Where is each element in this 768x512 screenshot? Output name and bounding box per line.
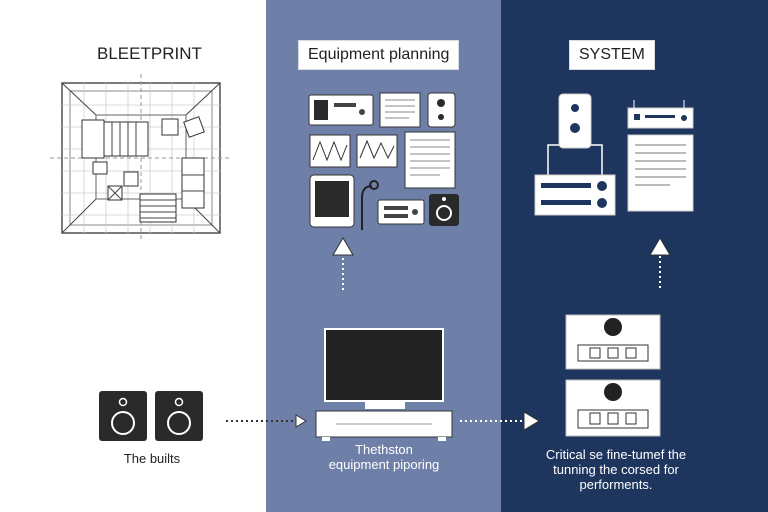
planning-caption-line-2: equipment piporing: [328, 457, 440, 472]
blueprint-caption-line-1: The builts: [123, 451, 181, 466]
speaker-left-icon: [99, 391, 147, 441]
system-caption-line-3: performents.: [579, 477, 653, 492]
amplifier-unit-bottom: [565, 379, 661, 437]
floor-plan-icon: [50, 74, 232, 242]
amplifier-unit-top: [565, 314, 661, 370]
system-title: SYSTEM: [569, 40, 655, 70]
arrow-blueprint-to-planning: [226, 414, 307, 428]
system-caption-line-1: Critical se fine-tumef the: [545, 447, 687, 462]
planning-caption-line-1: Thethston: [355, 442, 413, 457]
equipment-planning-title: Equipment planning: [298, 40, 460, 70]
arrow-up-system: [649, 237, 671, 288]
blueprint-title: BLEETPRINT: [97, 44, 202, 63]
equipment-grid: [308, 92, 459, 230]
arrow-planning-to-system: [460, 411, 540, 431]
system-equipment: [534, 93, 694, 216]
system-caption: Critical se fine-tumef the tunning the c…: [516, 447, 716, 492]
tv-console-icon: [315, 328, 453, 441]
speaker-right-icon: [155, 391, 203, 441]
system-caption-line-2: tunning the corsed for: [553, 462, 679, 477]
arrow-up-planning: [332, 237, 354, 290]
blueprint-caption: The builts: [97, 451, 207, 466]
planning-caption: Thethston equipment piporing: [304, 442, 464, 472]
